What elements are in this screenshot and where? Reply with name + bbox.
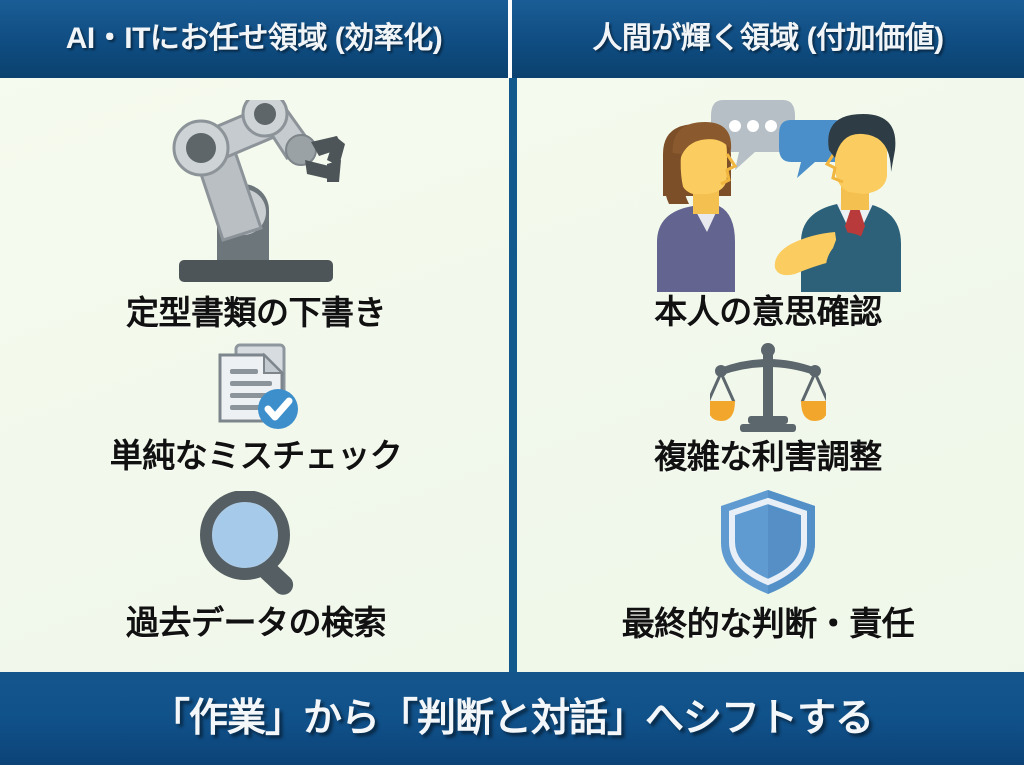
list-item-label: 過去データの検索 (126, 604, 387, 641)
magnifier-icon (198, 490, 314, 598)
header-title-human: 人間が輝く領域 (付加価値) (592, 22, 944, 55)
ai-it-column: 定型書類の下書き (0, 78, 512, 672)
balance-scales-icon (710, 342, 826, 434)
robot-arm-icon (161, 98, 351, 288)
list-item: 最終的な判断・責任 (622, 473, 915, 640)
header-title-ai-it: AI・ITにお任せ領域 (効率化) (65, 22, 443, 55)
list-item-label: 定型書類の下書き (126, 294, 387, 331)
list-item: 過去データの検索 (126, 472, 387, 641)
list-item-label: 複雑な利害調整 (654, 438, 882, 475)
footer-message: 「作業」から「判断と対話」へシフトする (150, 697, 874, 740)
list-item: 単純なミスチェック (110, 329, 403, 472)
content-area: 定型書類の下書き (0, 78, 1024, 672)
list-item-label: 最終的な判断・責任 (621, 605, 915, 642)
shield-icon (716, 487, 820, 597)
header-band: AI・ITにお任せ領域 (効率化) 人間が輝く領域 (付加価値) (0, 0, 1024, 78)
list-item: 定型書類の下書き (126, 86, 387, 331)
header-cell-human: 人間が輝く領域 (付加価値) (512, 0, 1024, 78)
list-item: 複雑な利害調整 (654, 328, 882, 473)
header-cell-ai-it: AI・ITにお任せ領域 (効率化) (0, 0, 512, 78)
footer-band: 「作業」から「判断と対話」へシフトする (0, 672, 1024, 765)
list-item-label: 本人の意思確認 (654, 293, 882, 330)
two-people-conversation-icon (623, 94, 913, 292)
column-divider (509, 78, 517, 672)
document-check-icon (210, 341, 302, 433)
human-column: 本人の意思確認 (512, 78, 1024, 672)
list-item: 本人の意思確認 (623, 86, 913, 328)
list-item-label: 単純なミスチェック (109, 437, 403, 474)
